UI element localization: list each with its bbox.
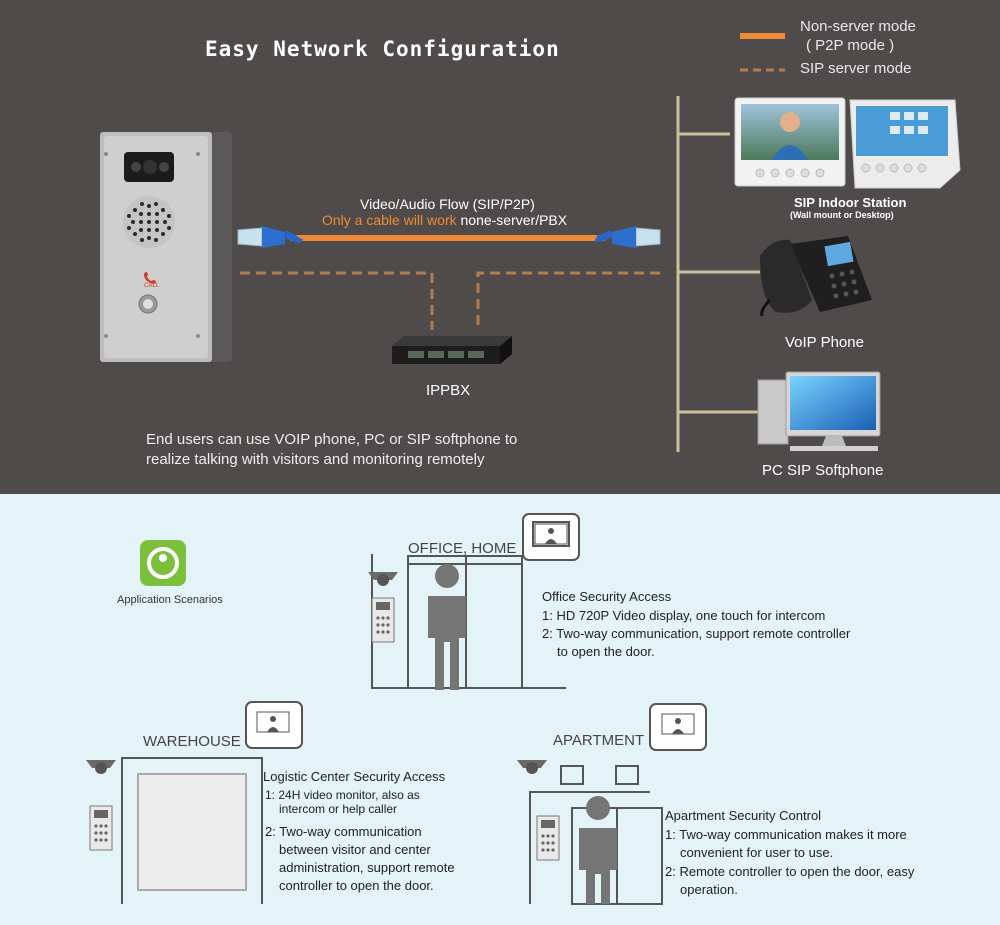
apartment-item-1a: 1: Two-way communication makes it more [665,827,907,842]
indoor-station-label: SIP Indoor Station [794,195,907,210]
cable-label-highlight: Only a cable will work [322,212,457,228]
description-line-1: End users can use VOIP phone, PC or SIP … [146,431,518,448]
warehouse-camera-icon [86,760,116,774]
apartment-item-2b: operation. [680,882,738,897]
office-camera-icon [368,572,398,586]
app-scenarios-icon [140,540,186,586]
apartment-monitor-icon [661,713,695,735]
call-phone-icon [144,272,156,284]
page-title: Easy Network Configuration [205,37,560,61]
office-title: Office Security Access [542,589,672,604]
ippbx-label: IPPBX [426,382,471,399]
legend-solid-label-1: Non-server mode [800,18,916,35]
door-station-device [100,132,232,362]
apartment-heading: APARTMENT [553,732,645,749]
device-bus [676,96,760,452]
warehouse-item-2c: administration, support remote [279,860,455,875]
apartment-item-2a: 2: Remote controller to open the door, e… [665,864,915,879]
office-person-icon [428,564,466,690]
voip-phone-device [760,236,872,317]
pc-softphone-label: PC SIP Softphone [762,462,884,479]
legend-solid-label-2: ( P2P mode ) [806,37,895,54]
sip-server-lines [240,271,660,330]
warehouse-item-1a: 1: 24H video monitor, also as [265,788,420,802]
apartment-camera-icon [517,760,547,774]
voip-phone-label: VoIP Phone [785,334,864,351]
ethernet-cable-left [237,226,304,248]
warehouse-item-2d: controller to open the door. [279,878,434,893]
warehouse-item-2a: 2: Two-way communication [265,824,422,839]
call-label: CALL [144,283,160,289]
office-item-1: 1: HD 720P Video display, one touch for … [542,608,826,623]
cable-label-rest: none-server/PBX [460,212,568,228]
office-item-2b: to open the door. [557,644,655,659]
office-item-2a: 2: Two-way communication, support remote… [542,626,851,641]
app-scenarios-label: Application Scenarios [117,594,223,606]
pc-device [757,371,881,451]
apartment-person-icon [579,796,617,904]
apartment-item-1b: convenient for user to use. [680,845,834,860]
application-scenarios-panel: Application Scenarios OFFICE, HOME Offic… [0,494,1000,925]
legend-dashed-label: SIP server mode [800,60,912,77]
warehouse-title: Logistic Center Security Access [263,769,446,784]
apartment-keypad-panel [536,815,560,861]
warehouse-item-1b: intercom or help caller [279,802,398,816]
ippbx-device [392,336,512,364]
apartment-title: Apartment Security Control [665,808,822,823]
scenarios-graphics [86,513,707,905]
warehouse-keypad-panel [89,805,113,851]
indoor-station-sublabel: (Wall mount or Desktop) [790,210,894,220]
ethernet-cable-right [594,226,661,248]
warehouse-heading: WAREHOUSE [143,733,241,750]
cable-label-protocol: Video/Audio Flow (SIP/P2P) [360,196,535,212]
office-monitor-icon [534,523,568,545]
network-configuration-panel: Easy Network Configuration Non-server mo… [0,0,1000,494]
office-heading: OFFICE, HOME [408,540,517,557]
description-line-2: realize talking with visitors and monito… [146,451,485,468]
cable-label-mode: Only a cable will work none-server/PBX [322,212,567,228]
office-keypad-panel [371,597,395,643]
warehouse-monitor-icon [256,711,290,733]
warehouse-item-2b: between visitor and center [279,842,431,857]
indoor-station-monitors [734,97,961,189]
network-diagram-graphics [100,33,961,452]
